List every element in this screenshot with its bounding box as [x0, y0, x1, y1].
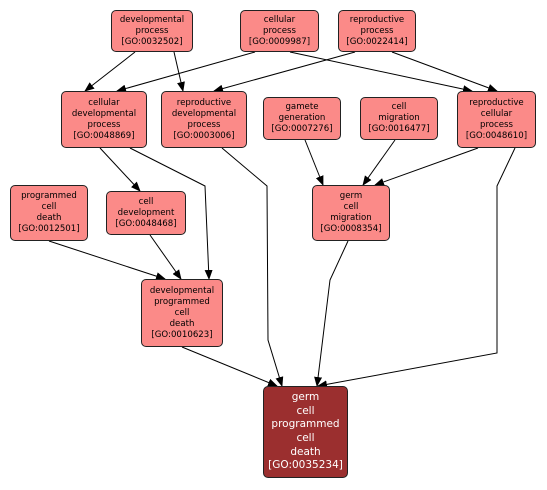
- node-label-line: [GO:0035234]: [268, 459, 343, 472]
- node-label-line: reproductive: [176, 97, 232, 108]
- node-label-line: development: [117, 207, 175, 218]
- node-label-line: programmed: [154, 296, 210, 307]
- node-label-line: generation: [278, 113, 326, 123]
- node-label-line: cell: [296, 432, 315, 444]
- edge-go0009987-to-go0048869: [116, 51, 256, 93]
- node-label-line: process: [135, 25, 169, 36]
- node-label-line: cellular: [263, 14, 296, 25]
- node-label-line: developmental: [149, 285, 215, 296]
- edge-go0048610-to-go0035234: [317, 147, 516, 389]
- edge-go0007276-to-go0008354: [304, 139, 324, 186]
- node-label-line: process: [360, 25, 394, 36]
- node-label-line: [GO:0048869]: [73, 130, 135, 141]
- node-label-line: [GO:0016477]: [368, 124, 430, 134]
- node-label-line: process: [187, 119, 221, 130]
- edge-go0016477-to-go0008354: [362, 139, 396, 186]
- edge-go0048468-to-go0010623: [149, 234, 182, 280]
- node-label-line: programmed: [21, 191, 77, 201]
- node-label-line: [GO:0009987]: [248, 36, 311, 47]
- node-label-line: cell: [343, 202, 359, 212]
- node-label-line: migration: [330, 213, 372, 223]
- node-label-line: [GO:0008354]: [320, 224, 382, 234]
- node-label-line: process: [87, 119, 121, 130]
- edge-go0008354-to-go0035234: [314, 240, 349, 387]
- node-label-line: gamete: [285, 102, 319, 112]
- node-label-line: cellular: [480, 108, 513, 119]
- node-label-line: germ: [339, 191, 363, 201]
- node-label-line: [GO:0048468]: [115, 218, 177, 229]
- node-label-line: reproductive: [469, 97, 524, 108]
- edge-go0032502-to-go0048869: [84, 51, 136, 92]
- node-label-line: process: [479, 119, 514, 130]
- node-label-line: cell: [391, 102, 407, 112]
- node-label-line: cell: [138, 196, 154, 207]
- node-label-line: death: [36, 213, 62, 223]
- node-label-line: reproductive: [349, 14, 405, 25]
- edge-go0003006-to-go0035234: [221, 147, 284, 387]
- edge-go0032502-to-go0003006: [173, 51, 185, 92]
- node-label-line: process: [262, 25, 297, 36]
- node-label-line: death: [290, 445, 321, 458]
- edge-go0048610-to-go0008354: [374, 147, 479, 186]
- node-label-line: developmental: [71, 108, 137, 119]
- node-label-line: germ: [291, 391, 320, 404]
- node-label-line: [GO:0007276]: [271, 124, 333, 134]
- edge-go0022414-to-go0048610: [391, 51, 498, 92]
- node-label-line: death: [169, 318, 195, 329]
- edge-go0010623-to-go0035234: [181, 346, 278, 387]
- node-label-line: [GO:0048610]: [465, 130, 528, 141]
- edge-go0009987-to-go0048610: [289, 51, 473, 94]
- edge-go0022414-to-go0003006: [213, 51, 356, 93]
- node-label-line: [GO:0010623]: [151, 329, 213, 340]
- node-label-line: cell: [296, 404, 315, 417]
- node-label-line: [GO:0032502]: [121, 36, 183, 47]
- edge-go0048869-to-go0048468: [99, 147, 141, 192]
- node-label-line: cellular: [88, 97, 120, 108]
- edge-go0012501-to-go0010623: [48, 240, 166, 280]
- node-label-line: [GO:0003006]: [173, 130, 235, 141]
- node-label-line: cell: [174, 307, 190, 318]
- node-label-line: programmed: [271, 418, 340, 431]
- node-label-line: [GO:0022414]: [346, 36, 408, 47]
- node-label-line: migration: [378, 113, 420, 123]
- edge-go0048869-to-go0010623: [129, 147, 213, 280]
- node-label-line: developmental: [119, 14, 185, 25]
- node-label-line: cell: [41, 202, 57, 212]
- node-label-line: developmental: [171, 108, 237, 119]
- node-label-line: [GO:0012501]: [18, 224, 80, 234]
